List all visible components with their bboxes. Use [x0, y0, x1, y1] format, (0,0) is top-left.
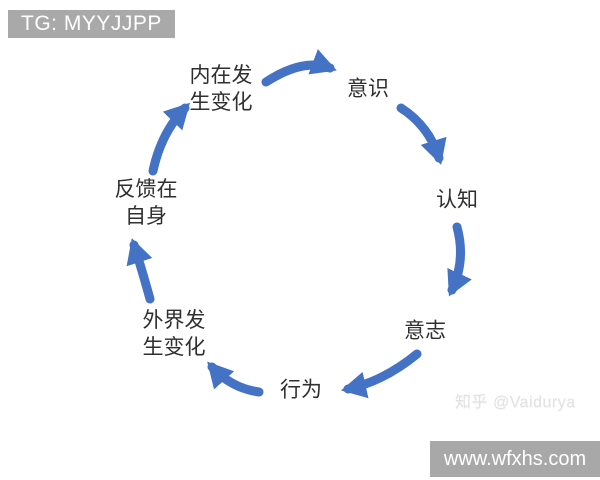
arrow-behavior-to-external-change	[207, 361, 264, 397]
node-label: 行为	[280, 378, 322, 402]
arrow-internal-change-to-consciousness	[261, 49, 337, 87]
zhihu-watermark: 知乎 @Vaidurya	[455, 394, 576, 411]
node-consciousness: 意识	[347, 76, 389, 103]
arrow-cognition-to-will	[447, 222, 472, 297]
arrow-external-change-to-feedback	[126, 238, 155, 304]
node-label: 认知	[436, 188, 478, 212]
node-label: 生变化	[142, 336, 206, 359]
node-label: 内在发	[189, 64, 253, 87]
node-feedback-self: 反馈在 自身	[115, 176, 178, 230]
node-will: 意志	[404, 318, 446, 345]
node-internal-change: 内在发 生变化	[190, 62, 253, 116]
website-footer-bar: www.wfxhs.com	[430, 441, 600, 477]
node-external-change: 外界发 生变化	[143, 307, 206, 361]
node-label: 生变化	[189, 91, 253, 114]
arrow-consciousness-to-cognition	[396, 103, 447, 165]
node-behavior: 行为	[280, 377, 322, 404]
node-label: 意志	[404, 319, 446, 343]
node-label: 自身	[125, 205, 167, 228]
node-cognition: 认知	[436, 187, 478, 214]
node-label: 意识	[347, 77, 389, 101]
telegram-badge: TG: MYYJJPP	[8, 10, 175, 38]
arrow-feedback-to-internal-change	[148, 102, 190, 176]
node-label: 反馈在	[114, 178, 178, 201]
arrow-will-to-behavior	[340, 349, 422, 399]
node-label: 外界发	[142, 309, 206, 332]
